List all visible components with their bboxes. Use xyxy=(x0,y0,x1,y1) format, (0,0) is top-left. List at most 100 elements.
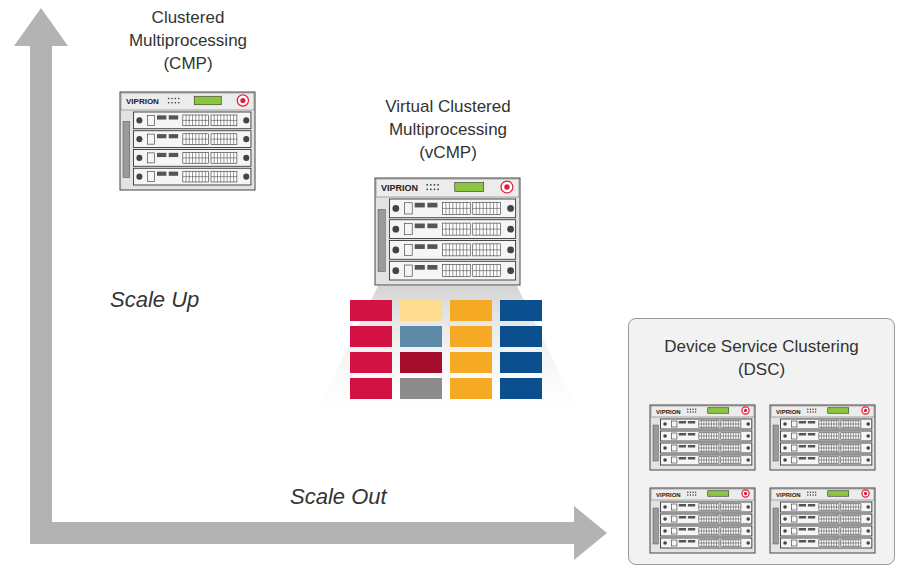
indicator-dot xyxy=(175,102,177,104)
port xyxy=(799,516,806,519)
port-divider xyxy=(183,176,209,177)
port-bank xyxy=(211,153,237,164)
port-bank xyxy=(442,265,470,277)
port xyxy=(415,224,425,229)
port-divider xyxy=(721,507,741,508)
indicator-dot xyxy=(434,184,436,186)
brand-label: VIPRION xyxy=(126,98,159,106)
port-bank xyxy=(721,433,741,439)
guest-block xyxy=(500,352,542,373)
port xyxy=(791,421,796,427)
indicator-dot xyxy=(692,494,693,495)
indicator-dot xyxy=(812,408,813,409)
port-divider xyxy=(442,249,470,250)
port-bank xyxy=(211,134,237,145)
port-divider xyxy=(819,507,839,508)
port-bank xyxy=(699,528,719,534)
platform-heading: Clustered Multiprocessing (CMP) xyxy=(113,6,263,75)
indicator-dot xyxy=(430,188,432,190)
indicator-dot xyxy=(690,494,691,495)
port-divider xyxy=(819,424,839,425)
port xyxy=(688,421,695,424)
axis-label: Scale Out xyxy=(290,483,387,511)
port xyxy=(679,504,686,507)
brand-label: VIPRION xyxy=(776,492,801,498)
port-bank xyxy=(721,421,741,427)
port-bank xyxy=(841,528,861,534)
port xyxy=(671,457,676,463)
port-divider xyxy=(721,448,741,449)
handle xyxy=(123,121,130,177)
indicator-dot xyxy=(812,491,813,492)
port-divider xyxy=(211,139,237,140)
port xyxy=(169,134,178,138)
screw xyxy=(746,505,750,509)
blade xyxy=(781,502,872,512)
port-bank xyxy=(819,445,839,451)
port xyxy=(427,224,437,229)
indicator-dot xyxy=(426,188,428,190)
screw xyxy=(136,174,142,180)
port-divider xyxy=(721,424,741,425)
port-divider xyxy=(721,460,741,461)
logo-mark xyxy=(744,492,747,495)
port xyxy=(679,516,686,519)
port xyxy=(808,421,815,424)
port-bank xyxy=(819,540,839,546)
screw xyxy=(866,434,870,438)
indicator-dot xyxy=(807,494,808,495)
blade xyxy=(661,419,752,429)
port xyxy=(415,265,425,270)
screw xyxy=(746,434,750,438)
screw xyxy=(783,541,787,545)
port-divider xyxy=(841,531,861,532)
chassis xyxy=(650,405,755,470)
chassis-body xyxy=(770,488,875,553)
port-bank xyxy=(841,433,861,439)
blade xyxy=(390,199,516,218)
port-divider xyxy=(819,543,839,544)
blade xyxy=(781,526,872,536)
logo-mark xyxy=(742,490,749,497)
indicator-dot xyxy=(810,411,811,412)
port xyxy=(799,421,806,424)
port xyxy=(799,540,806,543)
blade xyxy=(781,538,872,548)
indicator-dot xyxy=(812,411,813,412)
port-bank xyxy=(699,421,719,427)
port xyxy=(415,203,425,208)
guest-block xyxy=(500,326,542,347)
port-bank xyxy=(721,540,741,546)
screw xyxy=(243,155,249,161)
port xyxy=(405,203,413,214)
port-bank xyxy=(442,223,470,235)
indicator-dot xyxy=(692,408,693,409)
port xyxy=(808,516,815,519)
port-divider xyxy=(841,519,861,520)
port xyxy=(169,172,178,176)
indicator-dot xyxy=(807,408,808,409)
virtualization-fan xyxy=(310,286,585,425)
screw xyxy=(783,422,787,426)
screw xyxy=(392,267,399,274)
screw xyxy=(746,422,750,426)
blade xyxy=(661,526,752,536)
port xyxy=(679,540,686,543)
indicator-dot xyxy=(692,411,693,412)
indicator-dot xyxy=(815,411,816,412)
indicator-dot xyxy=(810,494,811,495)
indicator-dot xyxy=(168,98,170,100)
port xyxy=(679,421,686,424)
chassis-body xyxy=(650,488,755,553)
port-divider xyxy=(442,270,470,271)
port xyxy=(405,265,413,276)
indicator-dot xyxy=(690,408,691,409)
screw xyxy=(663,446,667,450)
port xyxy=(688,540,695,543)
blade xyxy=(134,112,251,129)
port-bank xyxy=(819,421,839,427)
port xyxy=(679,528,686,531)
chassis xyxy=(650,488,755,553)
port xyxy=(679,445,686,448)
indicator-dot xyxy=(690,411,691,412)
